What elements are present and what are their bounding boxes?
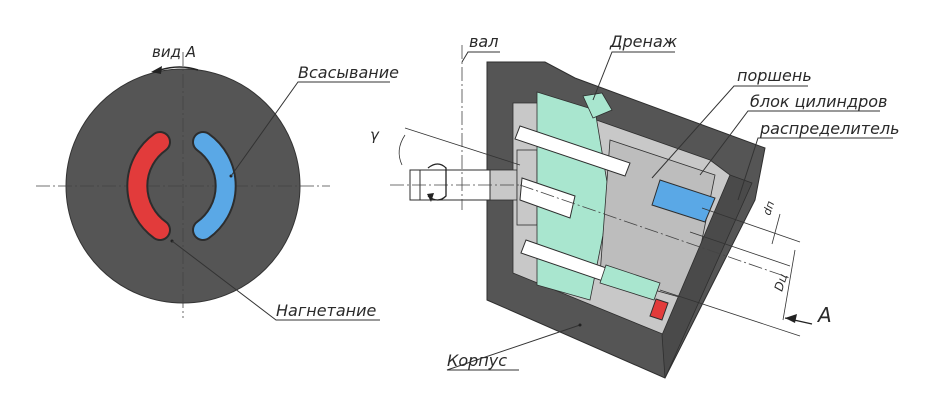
piston-top	[514, 125, 631, 177]
view-a-label: вид А	[152, 43, 196, 61]
piston-bottom-head	[599, 264, 661, 301]
drain-label: Дренаж	[609, 32, 678, 51]
suction-port-fill	[194, 133, 235, 239]
dim-line-2	[689, 231, 791, 267]
distributor-discharge-insert	[649, 298, 669, 321]
drain-leader	[592, 51, 675, 101]
shaft-rotation-arrowhead	[427, 193, 434, 202]
shaft-leader	[461, 51, 500, 63]
view-a-port-plate: вид А Всасывание Нагнетание	[36, 43, 399, 321]
suction-leader	[230, 81, 390, 177]
gamma-label: γ	[370, 126, 380, 144]
dim-line-1	[701, 207, 801, 243]
dim-line-3	[659, 289, 801, 337]
rotation-arrowhead	[151, 66, 162, 74]
piston-leader	[651, 85, 808, 179]
discharge-leader	[171, 240, 380, 321]
section-a-arrowhead	[785, 314, 797, 323]
gamma-line-top	[404, 127, 521, 166]
gamma-arc	[398, 134, 406, 166]
distributor-leader	[737, 137, 893, 201]
shaft-rotation-symbol	[427, 163, 447, 201]
pump-section: γ dп Dц А вал Дренаж поршень блок цилинд…	[370, 32, 900, 379]
piston-label: поршень	[737, 66, 812, 85]
block-axis	[519, 184, 791, 279]
housing-leader	[446, 324, 581, 371]
rotation-arrow	[159, 66, 199, 71]
section-a-label: А	[816, 303, 832, 327]
d-big-label: Dц	[772, 272, 791, 293]
suction-label: Всасывание	[298, 63, 399, 82]
discharge-port-fill	[128, 133, 169, 239]
distributor-suction-insert	[651, 179, 716, 223]
pistons	[514, 125, 661, 301]
distributor-label: распределитель	[759, 119, 900, 138]
dim-d-small-measure	[771, 213, 781, 245]
cylinder-block-leader	[699, 110, 880, 176]
piston-middle	[519, 177, 576, 219]
housing-marker-dot	[578, 323, 582, 327]
dim-d-big-measure	[782, 249, 796, 321]
shaft-label: вал	[469, 32, 498, 51]
d-small-label: dп	[760, 199, 777, 217]
cylinder-block-label: блок цилиндров	[750, 92, 887, 111]
discharge-label: Нагнетание	[276, 301, 377, 320]
